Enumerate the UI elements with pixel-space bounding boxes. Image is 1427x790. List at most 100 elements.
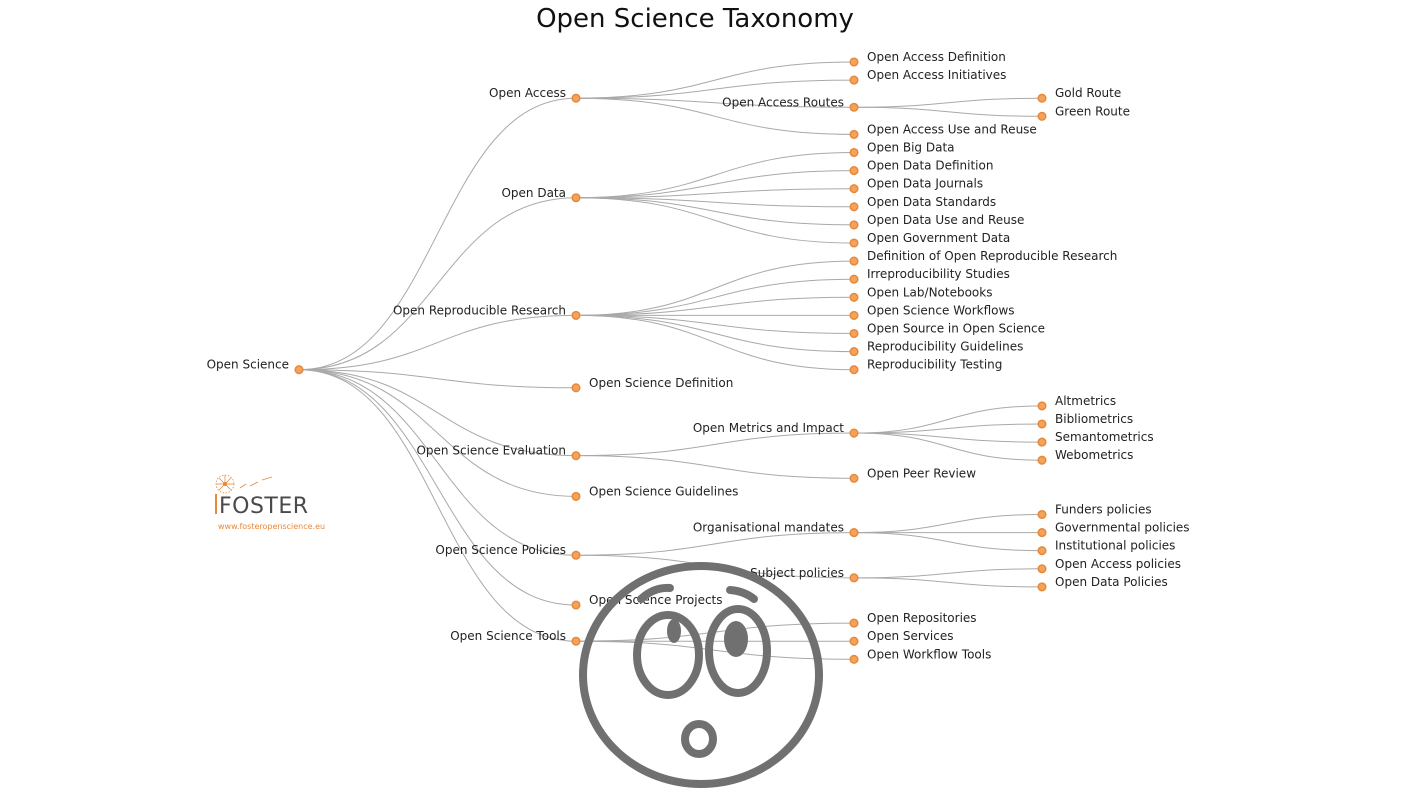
node-dot[interactable] — [849, 473, 859, 483]
node-dot[interactable] — [849, 528, 859, 538]
node-dot[interactable] — [849, 220, 859, 230]
node-dot[interactable] — [571, 451, 581, 461]
node-dot[interactable] — [1037, 437, 1047, 447]
node-bibliometrics[interactable]: Bibliometrics — [1037, 412, 1133, 429]
node-open-source-in-open-science[interactable]: Open Source in Open Science — [849, 322, 1045, 339]
node-subject-policies[interactable]: Subject policies — [750, 566, 859, 583]
node-dot[interactable] — [571, 93, 581, 103]
node-dot[interactable] — [571, 193, 581, 203]
node-dot[interactable] — [1037, 455, 1047, 465]
node-open-science-definition[interactable]: Open Science Definition — [571, 376, 733, 393]
node-dot[interactable] — [849, 654, 859, 664]
node-dot[interactable] — [849, 274, 859, 284]
node-dot[interactable] — [1037, 93, 1047, 103]
node-dot[interactable] — [849, 292, 859, 302]
node-dot[interactable] — [849, 75, 859, 85]
node-gold-route[interactable]: Gold Route — [1037, 86, 1121, 103]
node-dot[interactable] — [1037, 582, 1047, 592]
node-dot[interactable] — [849, 310, 859, 320]
node-open-peer-review[interactable]: Open Peer Review — [849, 466, 976, 483]
node-open-big-data[interactable]: Open Big Data — [849, 141, 955, 158]
node-dot[interactable] — [849, 618, 859, 628]
node-dot[interactable] — [849, 184, 859, 194]
node-dot[interactable] — [1037, 401, 1047, 411]
node-dot[interactable] — [1037, 564, 1047, 574]
node-dot[interactable] — [571, 636, 581, 646]
node-open-data-definition[interactable]: Open Data Definition — [849, 159, 993, 176]
node-dot[interactable] — [1037, 509, 1047, 520]
node-dot[interactable] — [571, 491, 581, 501]
node-dot[interactable] — [849, 57, 859, 67]
node-open-access[interactable]: Open Access — [489, 86, 581, 103]
node-open-science-guidelines[interactable]: Open Science Guidelines — [571, 484, 738, 501]
node-dot[interactable] — [849, 428, 859, 438]
link-gold-route — [853, 97, 1043, 108]
node-dot[interactable] — [849, 365, 859, 375]
node-open-lab-notebooks[interactable]: Open Lab/Notebooks — [849, 285, 992, 302]
node-open-reproducible-research[interactable]: Open Reproducible Research — [393, 303, 581, 320]
node-dot[interactable] — [1037, 419, 1047, 429]
node-dot[interactable] — [849, 166, 859, 176]
node-label: Green Route — [1055, 104, 1130, 118]
node-open-services[interactable]: Open Services — [849, 629, 953, 646]
node-dot[interactable] — [1037, 528, 1047, 538]
node-open-access-use-and-reuse[interactable]: Open Access Use and Reuse — [849, 122, 1037, 139]
node-label: Open Access — [489, 86, 566, 100]
node-open-access-definition[interactable]: Open Access Definition — [849, 50, 1006, 67]
node-label: Open Science Tools — [450, 629, 566, 643]
node-semantometrics[interactable]: Semantometrics — [1037, 430, 1154, 447]
node-open-science-policies[interactable]: Open Science Policies — [435, 543, 581, 560]
node-dot[interactable] — [849, 102, 859, 112]
node-open-science-evaluation[interactable]: Open Science Evaluation — [416, 444, 581, 461]
node-altmetrics[interactable]: Altmetrics — [1037, 394, 1116, 411]
node-irreproducibility-studies[interactable]: Irreproducibility Studies — [849, 267, 1010, 284]
node-open-data-use-and-reuse[interactable]: Open Data Use and Reuse — [849, 213, 1024, 230]
link-open-data-policies — [853, 577, 1043, 588]
node-dot[interactable] — [849, 347, 859, 357]
node-institutional-policies[interactable]: Institutional policies — [1037, 539, 1175, 556]
node-open-access-routes[interactable]: Open Access Routes — [722, 95, 859, 112]
node-reproducibility-guidelines[interactable]: Reproducibility Guidelines — [849, 340, 1023, 357]
node-dot[interactable] — [294, 365, 304, 375]
link-open-data-definition — [575, 170, 855, 199]
node-dot[interactable] — [849, 238, 859, 248]
node-label: Open Workflow Tools — [867, 647, 991, 661]
node-organisational-mandates[interactable]: Organisational mandates — [693, 521, 859, 538]
node-open-data-policies[interactable]: Open Data Policies — [1037, 575, 1168, 592]
node-dot[interactable] — [1037, 111, 1047, 121]
link-open-science-definition — [298, 369, 577, 389]
node-open-government-data[interactable]: Open Government Data — [849, 231, 1010, 248]
node-dot[interactable] — [849, 573, 859, 583]
node-dot[interactable] — [849, 202, 859, 212]
node-green-route[interactable]: Green Route — [1037, 104, 1130, 121]
node-dot[interactable] — [571, 550, 581, 560]
node-open-data-journals[interactable]: Open Data Journals — [849, 177, 983, 194]
node-funders-policies[interactable]: Funders policies — [1037, 503, 1152, 520]
node-dot[interactable] — [571, 383, 581, 393]
logo-wordmark: FOSTER — [219, 494, 309, 519]
node-open-access-policies[interactable]: Open Access policies — [1037, 557, 1181, 574]
node-dot[interactable] — [849, 256, 859, 266]
node-label: Open Access Routes — [722, 95, 844, 109]
node-open-repositories[interactable]: Open Repositories — [849, 611, 977, 628]
node-governmental-policies[interactable]: Governmental policies — [1037, 521, 1190, 538]
node-dot[interactable] — [571, 600, 581, 610]
node-dot[interactable] — [849, 636, 859, 646]
node-dot[interactable] — [849, 147, 859, 158]
node-label: Open Access Definition — [867, 50, 1006, 64]
node-definition-of-open-reproducible-research[interactable]: Definition of Open Reproducible Research — [849, 249, 1117, 266]
node-open-data-standards[interactable]: Open Data Standards — [849, 195, 996, 212]
node-reproducibility-testing[interactable]: Reproducibility Testing — [849, 358, 1002, 375]
node-dot[interactable] — [849, 129, 859, 139]
node-open-science-workflows[interactable]: Open Science Workflows — [849, 303, 1015, 320]
node-open-data[interactable]: Open Data — [501, 186, 581, 203]
node-dot[interactable] — [571, 310, 581, 320]
node-open-science-tools[interactable]: Open Science Tools — [450, 629, 581, 646]
node-dot[interactable] — [1037, 546, 1047, 556]
node-webometrics[interactable]: Webometrics — [1037, 448, 1133, 465]
node-open-access-initiatives[interactable]: Open Access Initiatives — [849, 68, 1006, 85]
node-open-workflow-tools[interactable]: Open Workflow Tools — [849, 647, 991, 664]
node-open-metrics-and-impact[interactable]: Open Metrics and Impact — [693, 421, 859, 438]
node-open-science[interactable]: Open Science — [207, 358, 304, 375]
node-dot[interactable] — [849, 328, 859, 339]
